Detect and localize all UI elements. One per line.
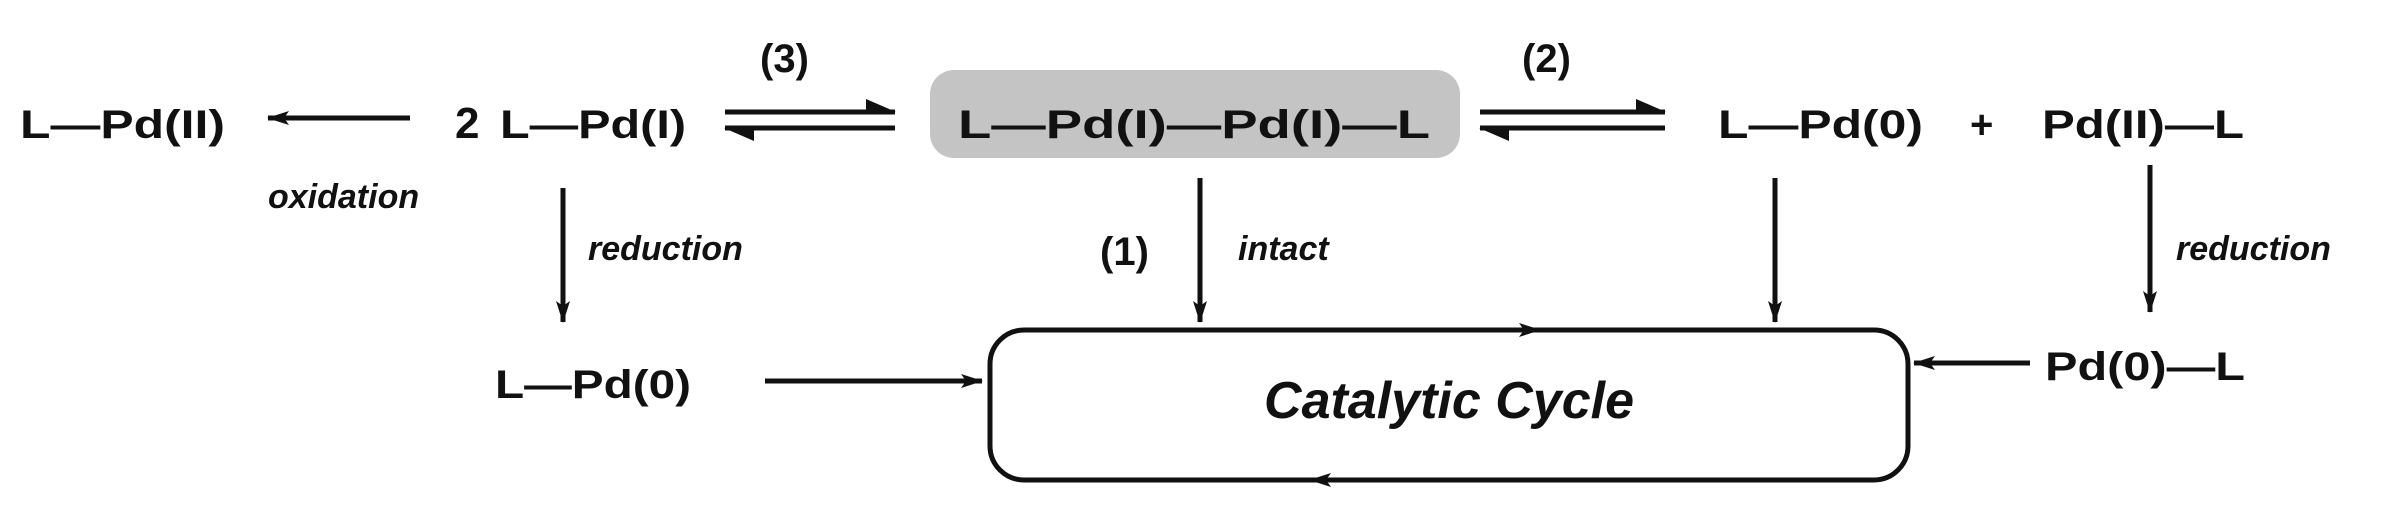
reduction-right-label: reduction <box>2176 230 2331 268</box>
pd0-lower-right-label: Pd(0)—L <box>2045 345 2245 389</box>
reduction-left-label: reduction <box>588 230 743 268</box>
intact-label: intact <box>1238 230 1330 268</box>
pd2-left-label: L—Pd(II) <box>20 103 225 147</box>
pd2-right-label: Pd(II)—L <box>2042 103 2244 147</box>
path-2-label: (2) <box>1522 37 1571 81</box>
pd1-dimer-label: L—Pd(I)—Pd(I)—L <box>958 103 1430 147</box>
catalytic-cycle-label: Catalytic Cycle <box>1264 372 1634 430</box>
pd0-right-label: L—Pd(0) <box>1718 103 1923 147</box>
path-3-label: (3) <box>760 37 809 81</box>
oxidation-label: oxidation <box>268 178 419 216</box>
coefficient-two: 2 <box>455 99 479 148</box>
dimer-highlight-box <box>930 70 1460 158</box>
path-1-label: (1) <box>1100 230 1149 274</box>
plus-sign: + <box>1970 103 1993 147</box>
pd1-monomer-label: L—Pd(I) <box>500 103 686 147</box>
pd0-lower-left-label: L—Pd(0) <box>495 363 691 407</box>
